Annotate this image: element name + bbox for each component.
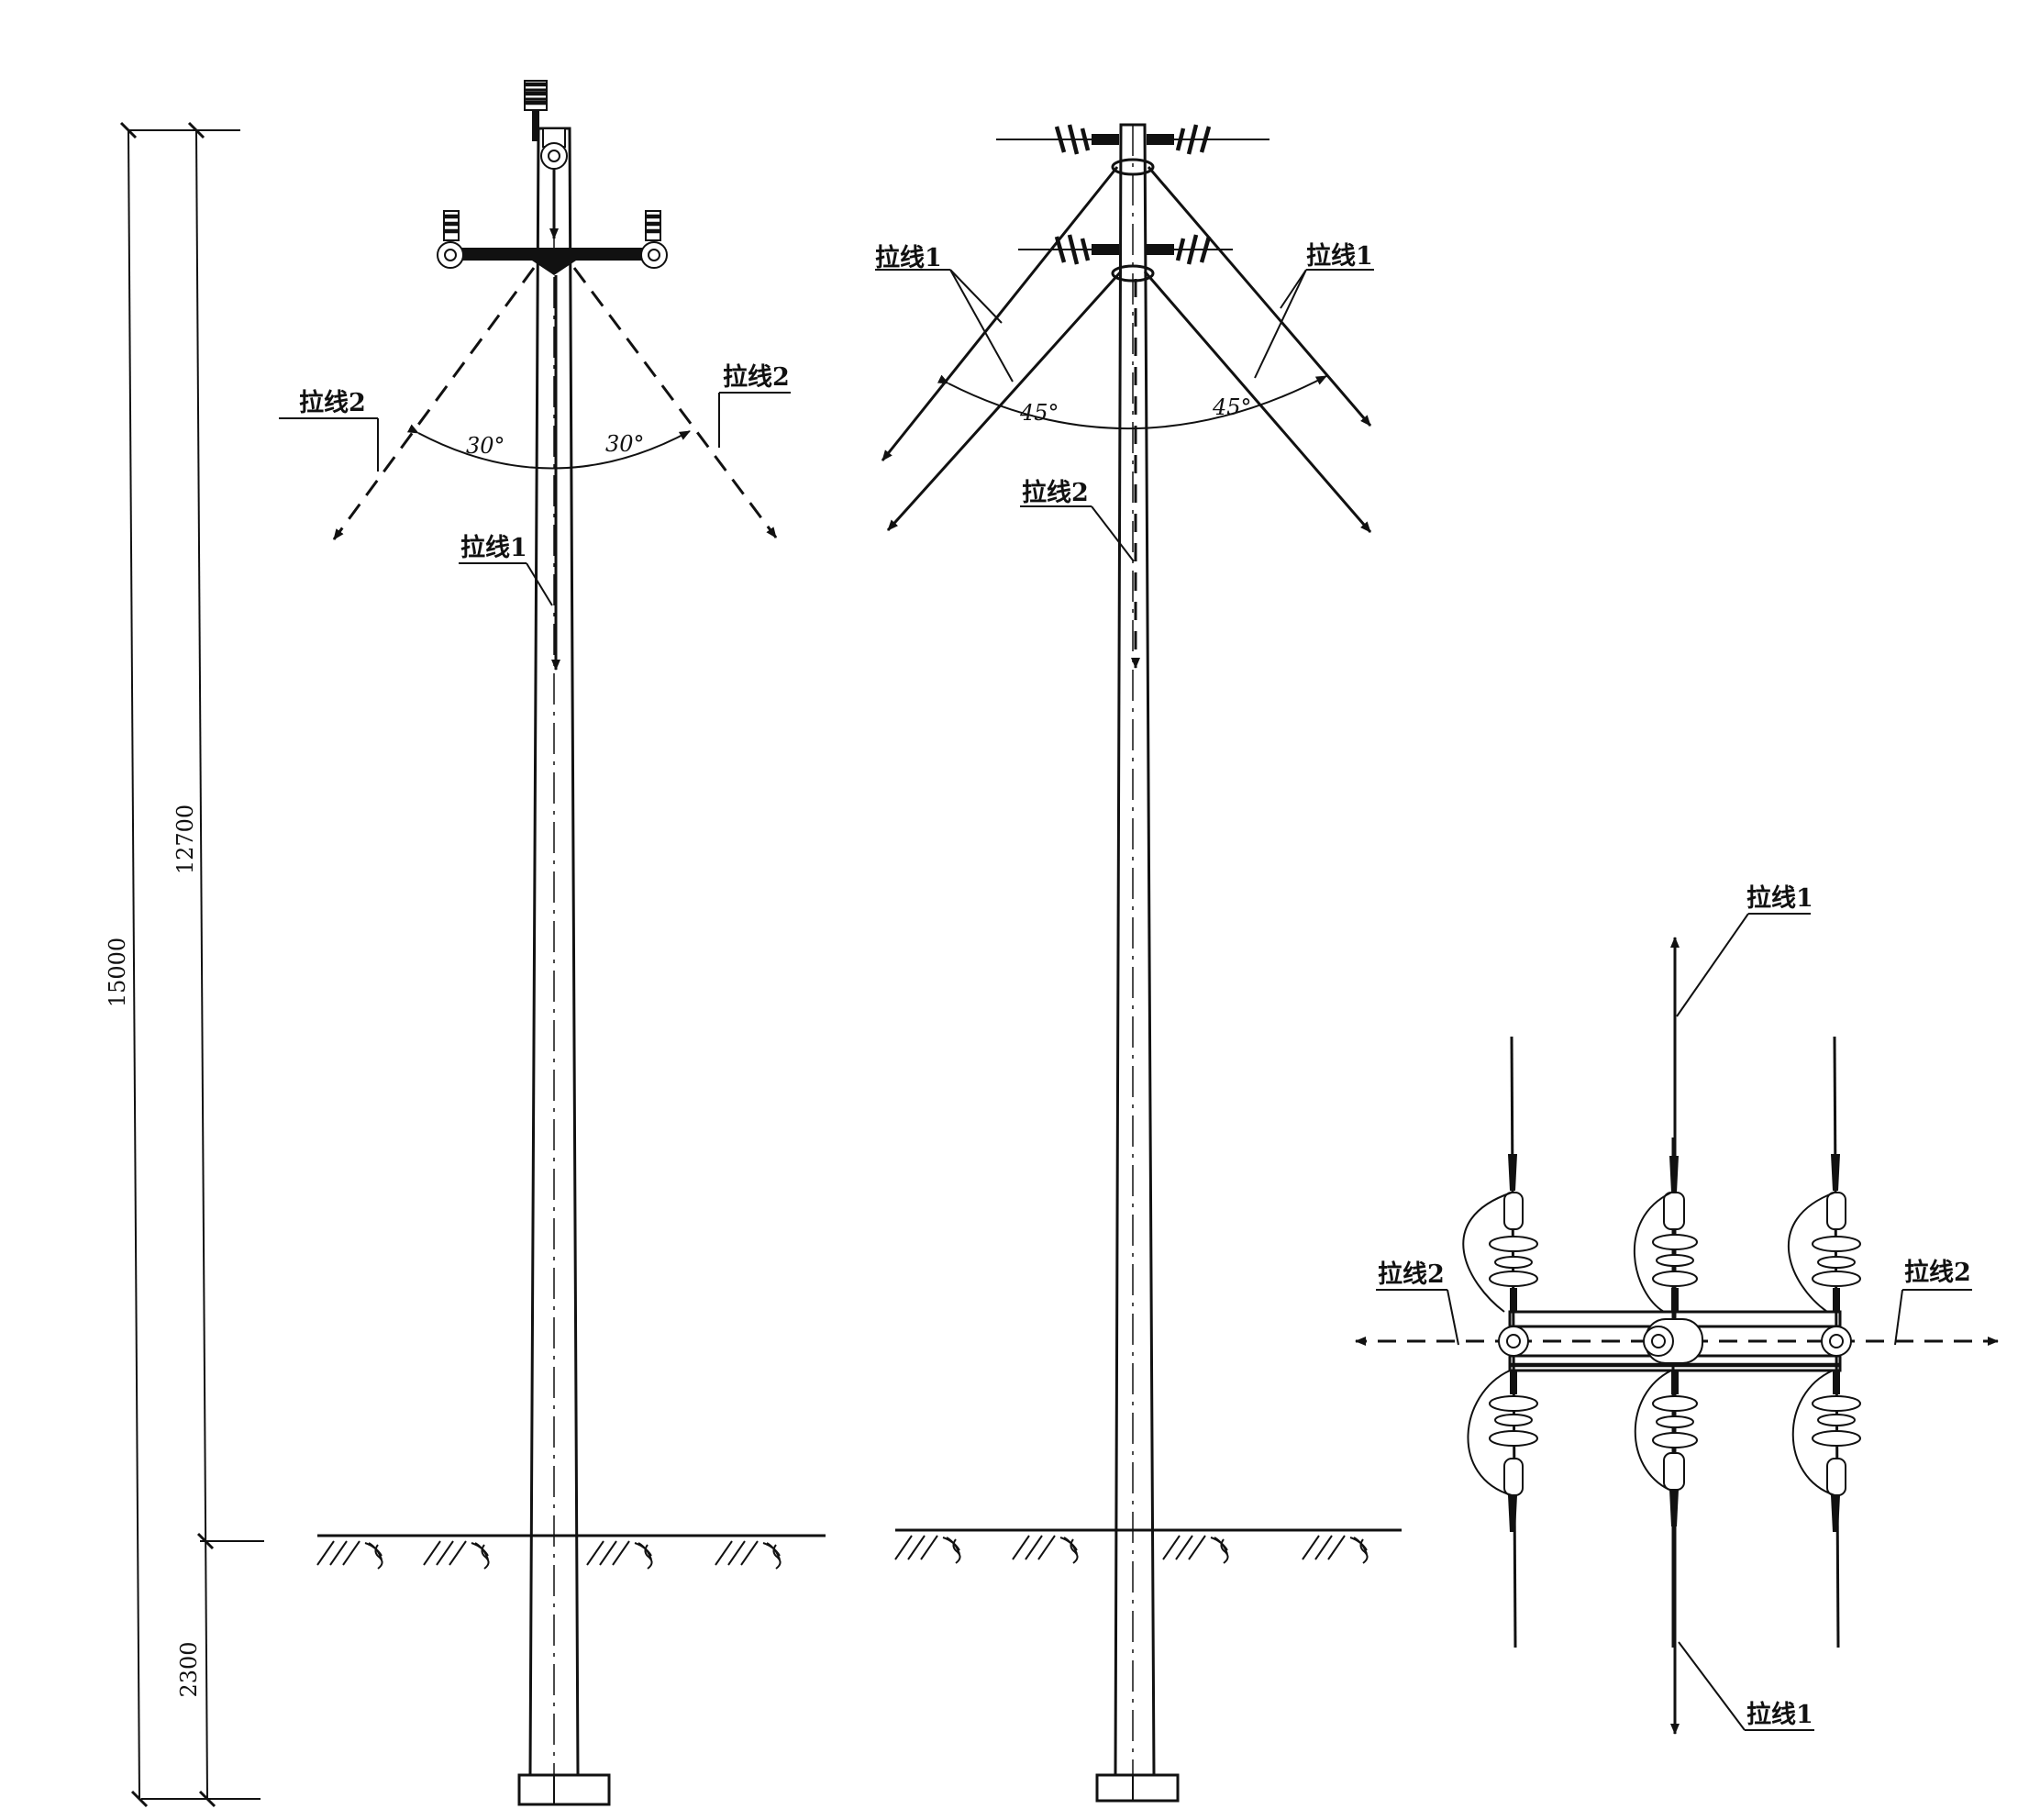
middle-guy-label-center: 拉线2	[1022, 478, 1089, 507]
middle-pole	[1095, 123, 1180, 1803]
left-guy-label-right: 拉线2	[723, 362, 790, 392]
plan-guy-label-top: 拉线1	[1746, 883, 1813, 913]
middle-angle-right: 45°	[1212, 394, 1252, 420]
middle-guy-label-right: 拉线1	[1306, 241, 1373, 271]
plan-insulators	[1462, 1154, 1861, 1532]
middle-guy-label-left: 拉线1	[875, 243, 942, 272]
left-guy-label-left: 拉线2	[299, 388, 366, 417]
plan-guy-label-left: 拉线2	[1378, 1260, 1445, 1289]
middle-guy-wires	[875, 166, 1374, 669]
dimension-total: 15000	[105, 938, 130, 1007]
middle-angle-left: 45°	[1019, 400, 1059, 426]
ground-left	[316, 1534, 826, 1570]
middle-insulator-strings	[996, 124, 1269, 283]
plan-guy-label-right: 拉线2	[1904, 1258, 1971, 1287]
plan-leaders	[1376, 913, 1972, 1731]
plan-view	[1355, 937, 1999, 1735]
left-pole-top-insulator	[524, 80, 568, 239]
left-guy-wires	[279, 267, 791, 671]
ground-middle	[894, 1528, 1402, 1564]
dimension-buried: 2300	[176, 1641, 202, 1697]
left-crossarm	[437, 210, 668, 275]
dimension-lines	[119, 121, 264, 1808]
dimension-above-ground: 12700	[172, 805, 198, 874]
left-angle-right: 30°	[605, 431, 645, 457]
left-guy-label-center: 拉线1	[460, 533, 527, 562]
left-angle-left: 30°	[466, 433, 505, 459]
plan-guy-label-bottom: 拉线1	[1746, 1700, 1813, 1729]
